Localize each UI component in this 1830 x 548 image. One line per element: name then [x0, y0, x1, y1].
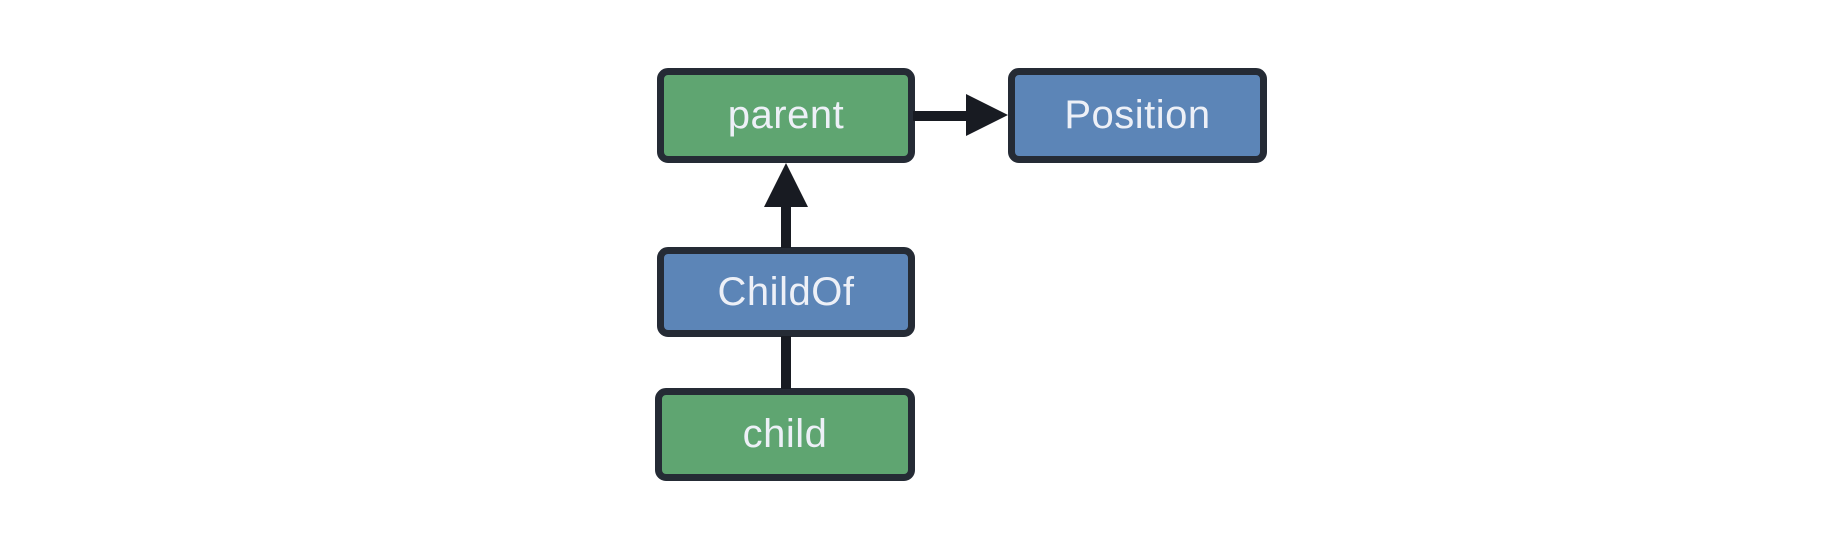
- node-parent-label: parent: [727, 93, 845, 137]
- arrow-shaft-vertical: [781, 204, 791, 248]
- arrow-shaft-horizontal: [913, 111, 971, 121]
- node-childof-label: ChildOf: [717, 269, 855, 314]
- node-childof: ChildOf: [657, 247, 915, 337]
- node-child-label: child: [742, 412, 828, 456]
- node-position-label: Position: [1064, 93, 1211, 137]
- node-parent: parent: [657, 68, 915, 163]
- connector-line-vertical: [781, 336, 791, 389]
- arrowhead-right-icon: [966, 94, 1008, 136]
- node-child: child: [655, 388, 915, 481]
- arrowhead-up-icon: [764, 163, 808, 207]
- node-position: Position: [1008, 68, 1267, 163]
